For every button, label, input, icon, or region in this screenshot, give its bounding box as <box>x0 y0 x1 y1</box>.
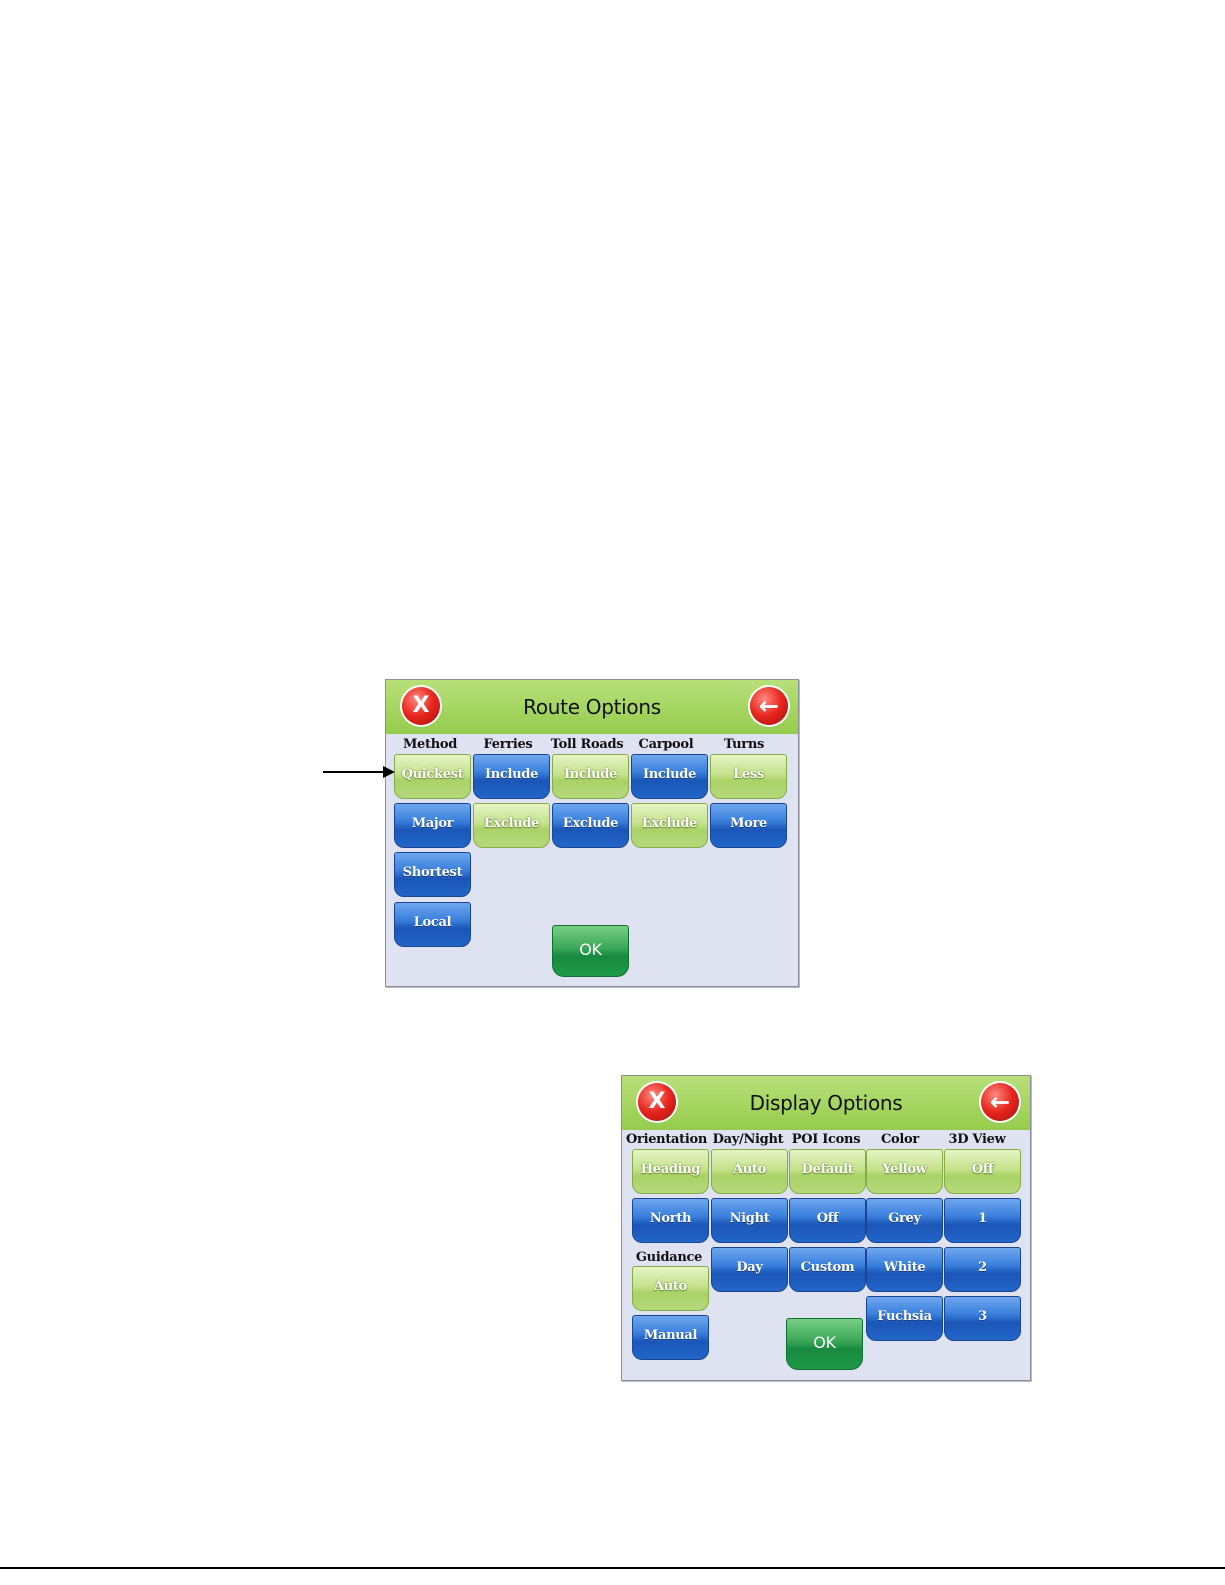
color-yellow-button[interactable]: Yellow <box>866 1149 943 1194</box>
color-white-button[interactable]: White <box>866 1247 943 1292</box>
display-ok-button[interactable]: OK <box>786 1318 863 1370</box>
guidance-manual-button[interactable]: Manual <box>632 1315 709 1360</box>
close-icon[interactable]: X <box>402 687 440 725</box>
3d-view-1-button[interactable]: 1 <box>944 1198 1021 1243</box>
day-night-day-button[interactable]: Day <box>711 1247 788 1292</box>
turns-more-button[interactable]: More <box>710 803 787 848</box>
page-footer-rule <box>0 1567 1225 1569</box>
pointer-arrow-icon <box>383 766 395 778</box>
display-options-title: Display Options <box>749 1091 903 1115</box>
header-poi-icons: POI Icons <box>791 1132 861 1147</box>
poi-icons-custom-button[interactable]: Custom <box>789 1247 866 1292</box>
header-orientation: Orientation <box>626 1132 708 1147</box>
color-fuchsia-button[interactable]: Fuchsia <box>866 1296 943 1341</box>
display-options-panel: X Display Options ← Orientation Day/Nigh… <box>621 1075 1031 1381</box>
3d-view-3-button[interactable]: 3 <box>944 1296 1021 1341</box>
orientation-north-button[interactable]: North <box>632 1198 709 1243</box>
method-quickest-button[interactable]: Quickest <box>394 754 471 799</box>
method-major-button[interactable]: Major <box>394 803 471 848</box>
display-options-title-bar <box>622 1076 1030 1130</box>
carpool-exclude-button[interactable]: Exclude <box>631 803 708 848</box>
pointer-arrow-line <box>323 771 385 773</box>
close-icon[interactable]: X <box>638 1083 676 1121</box>
toll-roads-include-button[interactable]: Include <box>552 754 629 799</box>
header-day-night: Day/Night <box>712 1132 784 1147</box>
poi-icons-off-button[interactable]: Off <box>789 1198 866 1243</box>
poi-icons-default-button[interactable]: Default <box>789 1149 866 1194</box>
route-options-panel: X Route Options ← Method Ferries Toll Ro… <box>385 679 799 987</box>
ferries-exclude-button[interactable]: Exclude <box>473 803 550 848</box>
orientation-heading-button[interactable]: Heading <box>632 1149 709 1194</box>
header-turns: Turns <box>723 737 765 752</box>
color-grey-button[interactable]: Grey <box>866 1198 943 1243</box>
header-carpool: Carpool <box>638 737 694 752</box>
guidance-auto-button[interactable]: Auto <box>632 1266 709 1311</box>
header-method: Method <box>402 737 458 752</box>
day-night-auto-button[interactable]: Auto <box>711 1149 788 1194</box>
ferries-include-button[interactable]: Include <box>473 754 550 799</box>
header-3d-view: 3D View <box>948 1132 1006 1147</box>
route-options-title: Route Options <box>523 695 661 719</box>
turns-less-button[interactable]: Less <box>710 754 787 799</box>
header-toll-roads: Toll Roads <box>550 737 624 752</box>
method-shortest-button[interactable]: Shortest <box>394 852 471 897</box>
route-ok-button[interactable]: OK <box>552 925 629 977</box>
route-options-title-bar <box>386 680 798 734</box>
back-arrow-icon[interactable]: ← <box>750 687 788 725</box>
3d-view-2-button[interactable]: 2 <box>944 1247 1021 1292</box>
toll-roads-exclude-button[interactable]: Exclude <box>552 803 629 848</box>
carpool-include-button[interactable]: Include <box>631 754 708 799</box>
3d-view-off-button[interactable]: Off <box>944 1149 1021 1194</box>
day-night-night-button[interactable]: Night <box>711 1198 788 1243</box>
header-color: Color <box>881 1132 919 1147</box>
header-ferries: Ferries <box>483 737 533 752</box>
header-guidance: Guidance <box>635 1250 703 1265</box>
method-local-button[interactable]: Local <box>394 902 471 947</box>
back-arrow-icon[interactable]: ← <box>981 1083 1019 1121</box>
